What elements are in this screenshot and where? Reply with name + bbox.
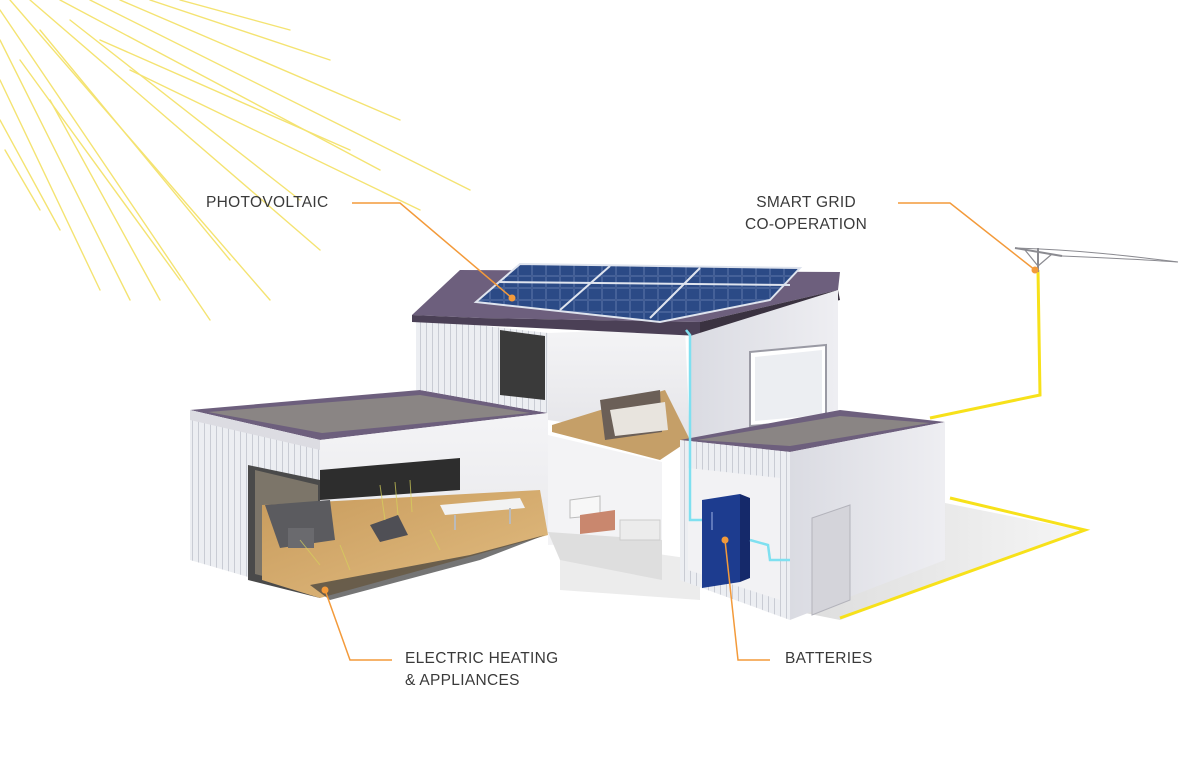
label-photovoltaic-line1: PHOTOVOLTAIC	[206, 194, 329, 211]
label-electric-heating: ELECTRIC HEATING & APPLIANCES	[405, 648, 559, 692]
label-heating-line1: ELECTRIC HEATING	[405, 650, 559, 667]
label-batteries: BATTERIES	[785, 648, 873, 670]
solar-panel-icon	[473, 262, 803, 324]
label-smart-grid-line2: CO-OPERATION	[745, 216, 868, 233]
callout-lines	[324, 202, 1036, 661]
callout-smart-grid	[898, 202, 1036, 271]
label-smart-grid-line1: SMART GRID	[756, 194, 856, 211]
callout-photovoltaic	[352, 202, 513, 299]
label-photovoltaic: PHOTOVOLTAIC	[206, 192, 328, 214]
label-smart-grid: SMART GRID CO-OPERATION	[745, 192, 867, 236]
label-batteries-line1: BATTERIES	[785, 650, 873, 667]
power-cable	[929, 269, 1042, 420]
power-pole-icon	[1014, 247, 1179, 272]
callout-heating	[324, 589, 392, 661]
sun-rays-icon	[0, 0, 471, 321]
battery-unit-icon	[702, 494, 750, 588]
data-cable	[685, 329, 702, 522]
callout-batteries	[724, 539, 770, 661]
label-heating-line2: & APPLIANCES	[405, 672, 520, 689]
